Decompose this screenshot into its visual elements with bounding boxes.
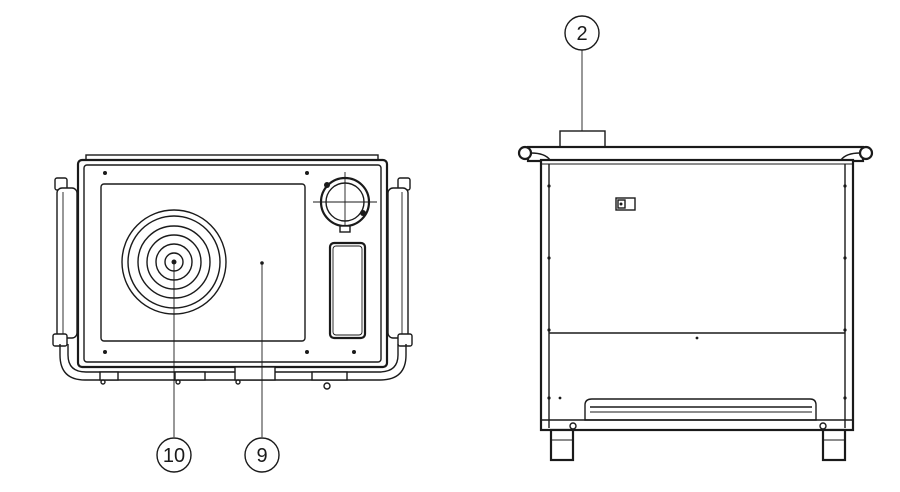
rear-view: [52, 154, 413, 437]
left-handle: [52, 177, 78, 347]
bottom-bumper: [59, 344, 407, 381]
side-view-feet: [549, 422, 847, 462]
callout-10: 10: [156, 437, 192, 473]
right-handle: [387, 177, 413, 347]
callout-9-label: 9: [256, 445, 267, 467]
body-inner-border: [83, 164, 382, 363]
top-exhaust: [559, 130, 606, 148]
round-port: [313, 172, 377, 233]
side-body: [539, 158, 855, 432]
side-view: [517, 50, 874, 462]
callout-10-label: 10: [163, 445, 185, 467]
callout-2: 2: [564, 15, 600, 51]
left-view-feet: [99, 366, 348, 390]
main-body: [76, 158, 389, 369]
bottom-tray: [541, 398, 853, 421]
rear-slot: [328, 241, 367, 340]
callout-2-label: 2: [576, 23, 587, 45]
rear-panel: [100, 183, 306, 342]
power-switch: [615, 197, 636, 211]
callout-9: 9: [244, 437, 280, 473]
left-top-handle: [517, 145, 551, 161]
